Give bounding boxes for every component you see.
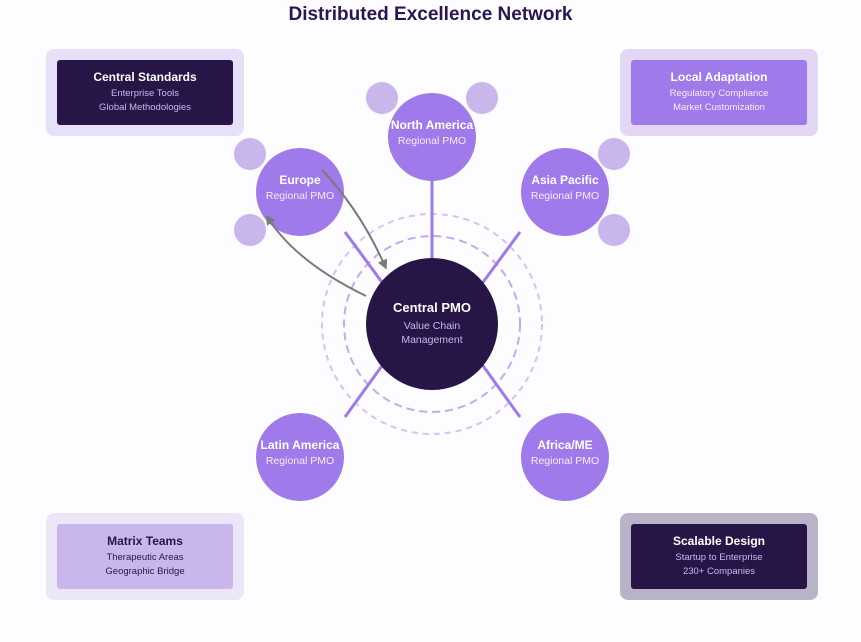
node-label-africa-me: Africa/ME Regional PMO: [515, 437, 615, 469]
spoke-latin-america: [343, 362, 386, 418]
diagram-title: Distributed Excellence Network: [288, 4, 573, 25]
card-line: Geographic Bridge: [105, 566, 185, 577]
card-line: Regulatory Compliance: [669, 88, 769, 99]
central-pmo-sub-line2: Management: [401, 334, 463, 346]
card-title: Scalable Design: [672, 534, 766, 548]
spoke-africa-me: [479, 362, 522, 418]
region-sub: Regional PMO: [265, 455, 335, 467]
card-title: Local Adaptation: [670, 70, 768, 84]
card-title: Central Standards: [93, 70, 197, 84]
card-central-standards: Central Standards Enterprise Tools Globa…: [46, 49, 244, 136]
card-local-adaptation: Local Adaptation Regulatory Compliance M…: [620, 49, 818, 136]
region-sub: Regional PMO: [397, 135, 467, 147]
spoke-asia-pacific: [479, 231, 522, 286]
node-north-america: [388, 93, 476, 181]
central-pmo-name: Central PMO: [392, 300, 471, 315]
satellite-north-america-right: [466, 82, 498, 114]
node-label-central-pmo: Central PMO Value Chain Management: [366, 300, 498, 347]
node-label-asia-pacific: Asia Pacific Regional PMO: [515, 172, 615, 204]
node-asia-pacific: [521, 148, 609, 236]
node-label-north-america: North America Regional PMO: [382, 117, 482, 149]
satellite-asia-pacific-top: [598, 138, 630, 170]
region-name: Europe: [279, 173, 321, 187]
satellite-europe-bottom: [234, 214, 266, 246]
satellite-europe-top: [234, 138, 266, 170]
node-central-pmo: [366, 258, 498, 390]
central-pmo-sub-line1: Value Chain: [403, 320, 461, 332]
region-name: Africa/ME: [537, 438, 593, 452]
card-title: Matrix Teams: [107, 534, 183, 548]
region-name: North America: [390, 118, 474, 132]
region-sub: Regional PMO: [530, 190, 600, 202]
node-africa-me: [521, 413, 609, 501]
card-line: Therapeutic Areas: [106, 552, 184, 563]
card-line: Enterprise Tools: [111, 88, 179, 99]
region-sub: Regional PMO: [265, 190, 335, 202]
region-sub: Regional PMO: [530, 455, 600, 467]
spoke-europe: [343, 231, 386, 286]
card-line: Market Customization: [673, 102, 765, 113]
arrow-europe-to-central: [321, 169, 388, 270]
arrow-central-to-europe: [265, 214, 367, 297]
region-name: Asia Pacific: [531, 173, 599, 187]
card-line: Global Methodologies: [99, 102, 191, 113]
satellite-north-america-left: [366, 82, 398, 114]
card-matrix-teams: Matrix Teams Therapeutic Areas Geographi…: [46, 513, 244, 600]
node-latin-america: [256, 413, 344, 501]
region-name: Latin America: [260, 438, 340, 452]
node-label-europe: Europe Regional PMO: [250, 172, 350, 204]
card-line: Startup to Enterprise: [675, 552, 763, 563]
middle-dashed-ring: [343, 235, 521, 413]
node-label-latin-america: Latin America Regional PMO: [250, 437, 350, 469]
satellite-asia-pacific-bottom: [598, 214, 630, 246]
card-line: 230+ Companies: [682, 566, 756, 577]
card-scalable-design: Scalable Design Startup to Enterprise 23…: [620, 513, 818, 600]
